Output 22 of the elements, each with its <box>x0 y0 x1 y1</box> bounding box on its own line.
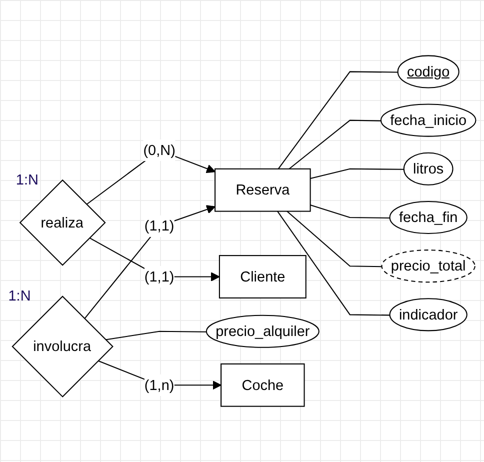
edge-label: (0,N) <box>143 141 176 158</box>
connector <box>278 71 398 170</box>
edge-label: (1,1) <box>144 217 174 234</box>
node-ellipse: codigo <box>397 55 460 88</box>
node-ellipse: fecha_fin <box>389 200 468 234</box>
connector <box>288 120 382 170</box>
node-box: Cliente <box>218 255 306 298</box>
connector <box>277 210 390 316</box>
edge-label: (1,1) <box>144 268 174 285</box>
node-box: Coche <box>220 363 305 407</box>
node-ellipse: fecha_inicio <box>380 104 476 137</box>
connector <box>286 210 382 268</box>
arrow <box>84 205 216 320</box>
node-ellipse: precio_alquiler <box>206 314 320 348</box>
node-ellipse: indicador <box>389 298 468 332</box>
connector <box>310 204 390 219</box>
node-box: Reserva <box>214 168 311 212</box>
edge-label: (1,n) <box>144 376 174 393</box>
connector <box>310 168 404 180</box>
node-ellipse: litros <box>403 152 454 186</box>
connector <box>105 330 207 340</box>
node-ellipse: precio_total <box>381 250 476 283</box>
